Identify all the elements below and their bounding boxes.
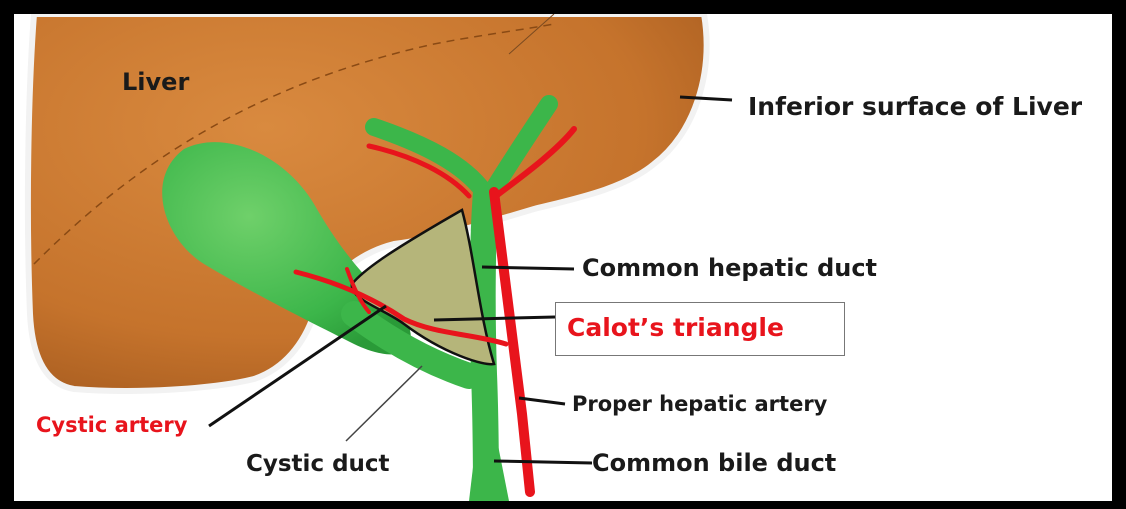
label-cystic-artery: Cystic artery: [36, 415, 187, 436]
label-common-bile-duct: Common bile duct: [592, 451, 836, 475]
leader-cystic-duct: [346, 366, 422, 441]
label-common-hepatic-duct: Common hepatic duct: [582, 256, 877, 280]
label-calots-triangle: Calot’s triangle: [567, 315, 784, 340]
label-inferior-surface: Inferior surface of Liver: [748, 94, 1082, 119]
label-liver: Liver: [122, 70, 189, 94]
leader-proper-hepatic-artery: [519, 398, 565, 404]
label-proper-hepatic-artery: Proper hepatic artery: [572, 394, 827, 415]
leader-common-hepatic-duct: [482, 267, 574, 269]
leader-common-bile-duct: [494, 461, 592, 463]
label-cystic-duct: Cystic duct: [246, 453, 390, 476]
diagram-canvas: Liver Inferior surface of Liver Common h…: [14, 14, 1112, 501]
